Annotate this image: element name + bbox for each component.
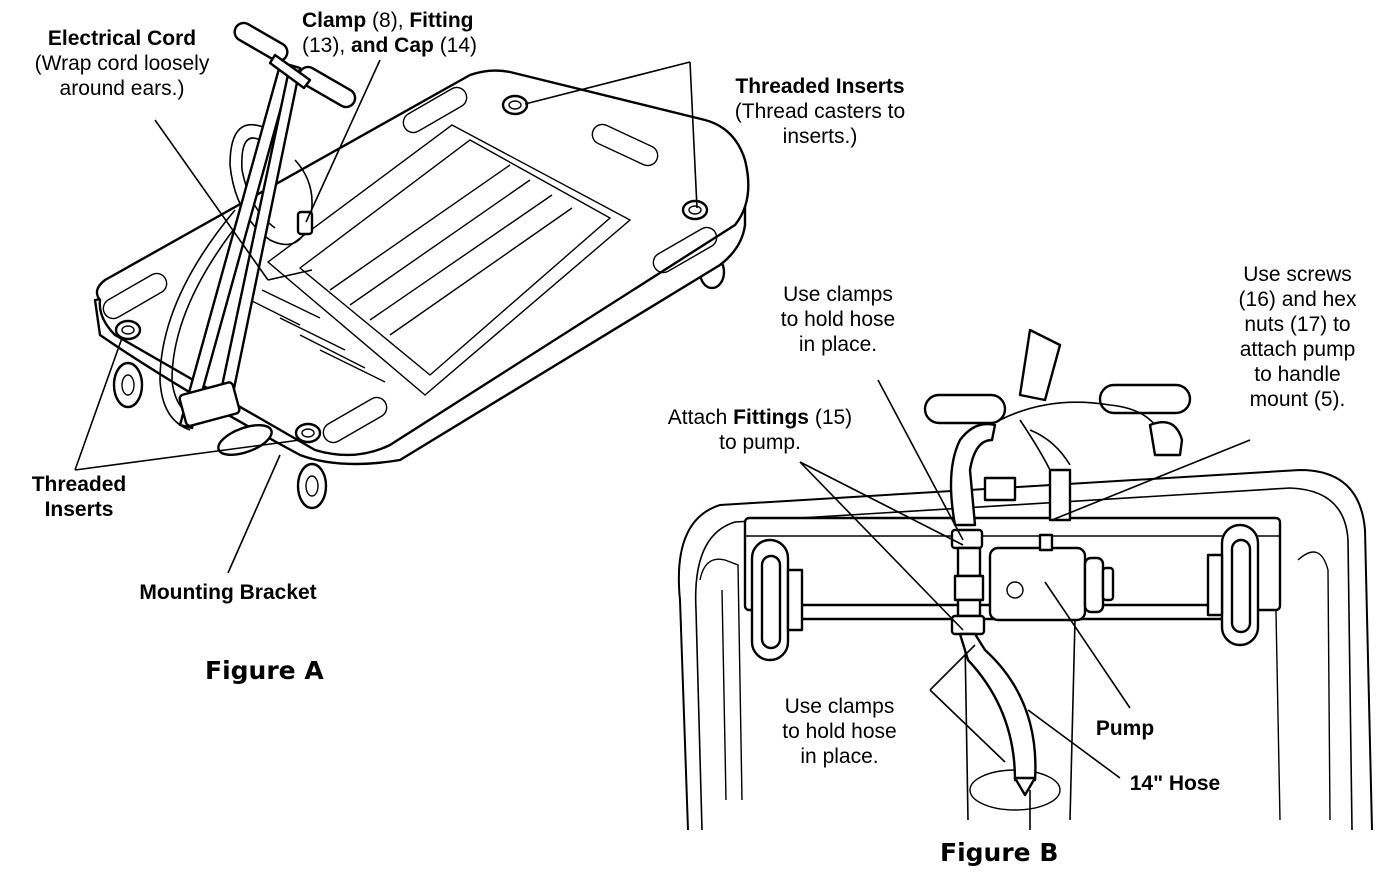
caster-wheel bbox=[112, 361, 144, 409]
threaded-insert bbox=[294, 422, 322, 444]
label-attach-fittings: Attach Fittings (15) to pump. bbox=[640, 405, 880, 455]
label-electrical-cord-title: Electrical Cord bbox=[47, 27, 197, 50]
label-hose: 14" Hose bbox=[1105, 771, 1245, 796]
label-clamps-bottom-3: in place. bbox=[800, 745, 879, 768]
label-pump-text: Pump bbox=[1095, 717, 1155, 740]
label-screws-3: nuts (17) to bbox=[1244, 313, 1351, 336]
pan-well bbox=[266, 124, 632, 396]
label-clamps-bottom-1: Use clamps bbox=[784, 695, 895, 718]
handle bbox=[178, 21, 357, 456]
label-screws-1: Use screws bbox=[1243, 263, 1352, 286]
label-screws-4: attach pump bbox=[1239, 338, 1356, 361]
figure-a-title: Figure A bbox=[205, 656, 324, 685]
label-screws: Use screws (16) and hex nuts (17) to att… bbox=[1215, 262, 1380, 412]
figure-b-pump-drawing bbox=[677, 328, 1373, 831]
hose-14in bbox=[958, 632, 1037, 797]
label-fitting-num: (13), bbox=[302, 34, 352, 57]
label-clamp-num: (8), bbox=[366, 9, 410, 32]
pan-top bbox=[95, 69, 750, 457]
label-threaded-inserts-note-2: inserts.) bbox=[782, 125, 858, 148]
caster-wheel bbox=[750, 538, 804, 662]
label-electrical-cord: Electrical Cord (Wrap cord loosely aroun… bbox=[12, 26, 232, 101]
label-threaded-inserts-left-1: Threaded bbox=[31, 473, 127, 496]
label-clamps-bottom-2: to hold hose bbox=[782, 720, 897, 743]
label-threaded-inserts-title: Threaded Inserts bbox=[735, 75, 905, 98]
figure-a-cart-drawing bbox=[93, 21, 750, 510]
hose bbox=[949, 419, 1072, 527]
label-clamps-top-1: Use clamps bbox=[783, 283, 893, 306]
label-hose-text: 14" Hose bbox=[1129, 772, 1221, 795]
label-threaded-inserts-top: Threaded Inserts (Thread casters to inse… bbox=[704, 74, 936, 149]
caster-wheel bbox=[1206, 523, 1260, 647]
pan-outline bbox=[677, 468, 1373, 831]
label-pump: Pump bbox=[1080, 716, 1170, 741]
label-electrical-cord-note-1: (Wrap cord loosely bbox=[34, 52, 210, 75]
fittings bbox=[950, 528, 986, 636]
label-screws-5: to handle bbox=[1254, 363, 1341, 386]
label-clamps-top: Use clamps to hold hose in place. bbox=[758, 282, 918, 357]
label-threaded-inserts-left-2: Inserts bbox=[44, 498, 114, 521]
threaded-insert bbox=[501, 94, 529, 116]
label-screws-6: mount (5). bbox=[1249, 388, 1346, 411]
label-clamp-fitting-cap: Clamp (8), Fitting (13), and Cap (14) bbox=[302, 8, 477, 58]
label-threaded-inserts-note-1: (Thread casters to bbox=[734, 100, 906, 123]
label-screws-2: (16) and hex bbox=[1238, 288, 1357, 311]
caster-wheel bbox=[296, 462, 328, 510]
label-clamps-top-2: to hold hose bbox=[780, 308, 896, 331]
label-attach-prefix: Attach bbox=[667, 406, 734, 429]
label-fittings-bold: Fittings bbox=[733, 406, 809, 429]
figure-b-leader-lines bbox=[799, 379, 1251, 779]
figure-b-title: Figure B bbox=[940, 838, 1059, 867]
label-electrical-cord-note-2: around ears.) bbox=[59, 77, 185, 100]
label-cap-num: (14) bbox=[433, 34, 478, 57]
label-fitting-bold: Fitting bbox=[409, 9, 474, 32]
figure-a-leader-lines bbox=[74, 59, 698, 574]
label-mounting-bracket: Mounting Bracket bbox=[110, 580, 346, 605]
label-clamps-bottom: Use clamps to hold hose in place. bbox=[757, 694, 922, 769]
label-cap-bold: and Cap bbox=[351, 34, 434, 57]
label-clamps-top-3: in place. bbox=[798, 333, 878, 356]
label-mounting-bracket-text: Mounting Bracket bbox=[139, 581, 317, 604]
pump bbox=[988, 533, 1115, 622]
threaded-insert bbox=[114, 319, 142, 341]
drain-well bbox=[964, 619, 1076, 821]
label-fittings-num: (15) bbox=[809, 406, 853, 429]
label-attach-suffix: to pump. bbox=[719, 431, 801, 454]
label-clamp-bold: Clamp bbox=[302, 9, 367, 32]
label-threaded-inserts-left: Threaded Inserts bbox=[18, 472, 140, 522]
threaded-insert bbox=[681, 199, 709, 221]
handle-grips bbox=[923, 328, 1192, 457]
